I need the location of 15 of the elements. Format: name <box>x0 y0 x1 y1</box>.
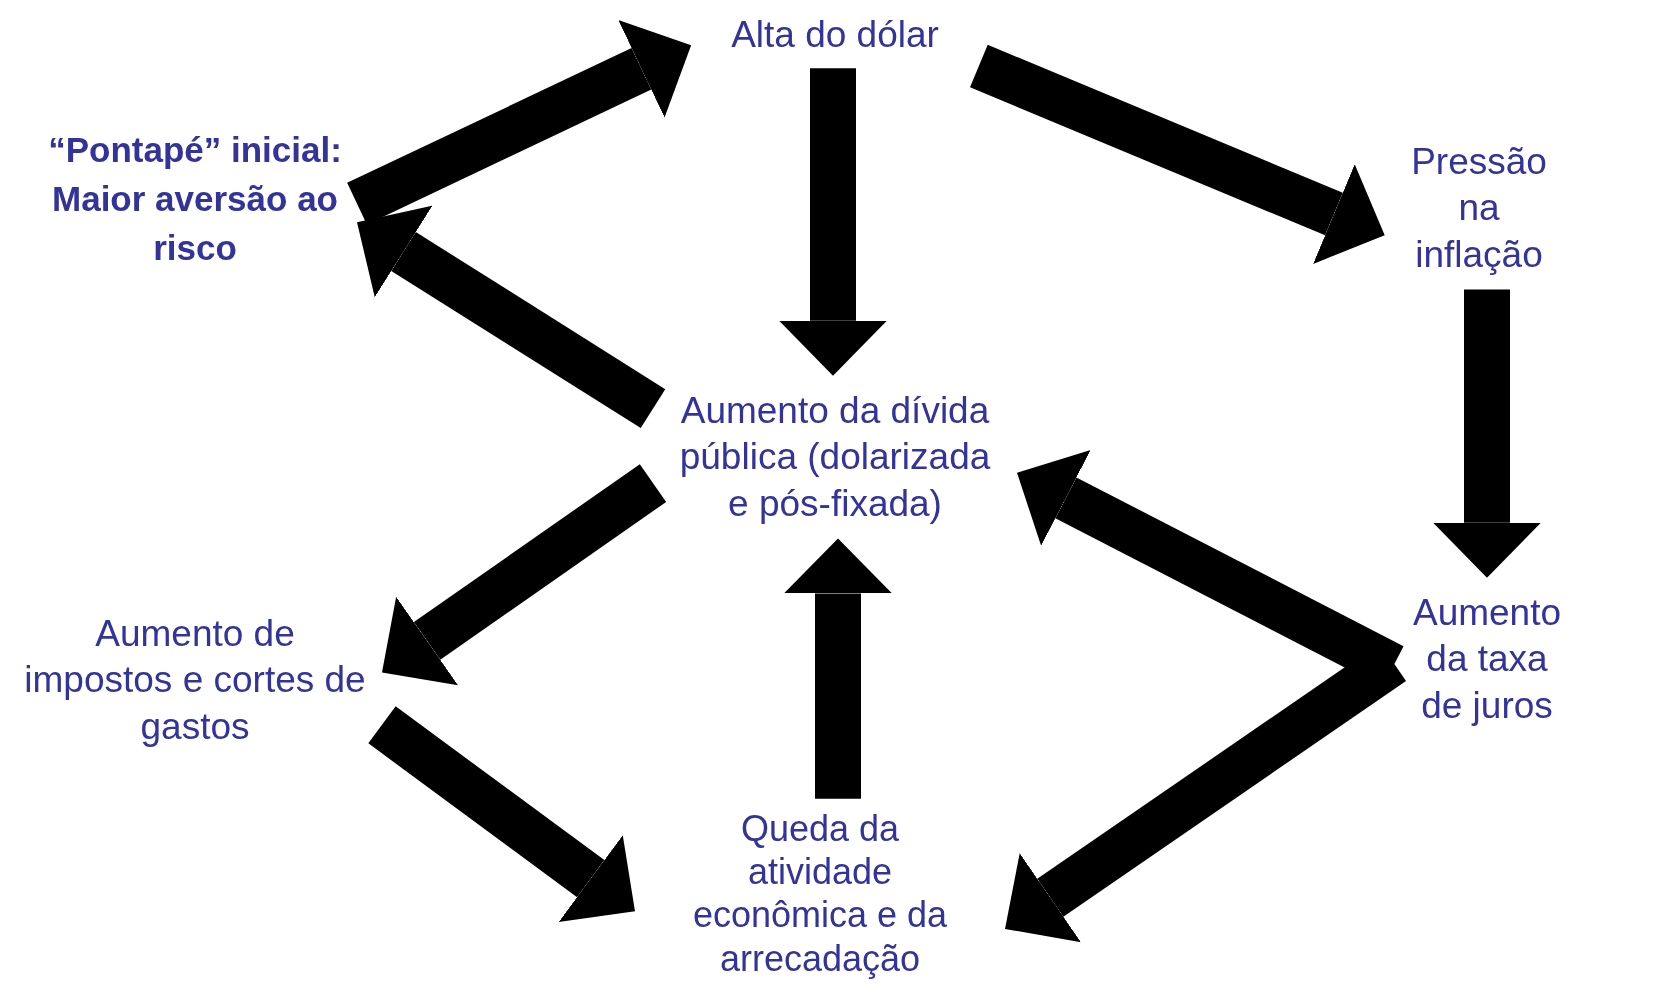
node-label: Aumento da dívida pública (dolarizada e pós-fixada) <box>678 388 992 526</box>
block-arrow <box>784 538 892 799</box>
block-arrow <box>970 44 1385 264</box>
block-arrow <box>368 706 635 923</box>
block-arrow <box>357 205 666 429</box>
node-label: Queda da atividade econômica e da arrecadação <box>691 806 949 980</box>
node-label: Aumento de impostos e cortes de gastos <box>23 611 367 749</box>
node-label: Maior aversão ao risco <box>51 177 339 269</box>
node-label: “Pontapé” inicial: <box>48 128 342 171</box>
node-label: Alta do dólar <box>731 12 939 57</box>
node-label: Aumento da taxa de juros <box>1411 590 1563 728</box>
block-arrow <box>382 464 667 686</box>
block-arrow <box>779 68 887 376</box>
block-arrow <box>1433 289 1541 578</box>
node-label: Pressão na inflação <box>1410 139 1548 277</box>
